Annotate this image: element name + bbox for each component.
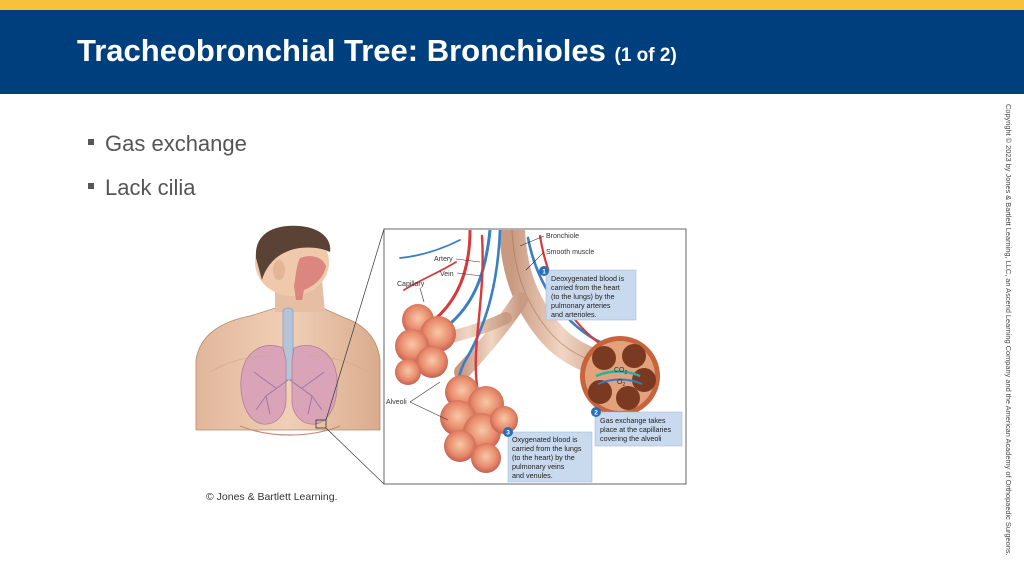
label-smooth-muscle: Smooth muscle [546,249,594,256]
slide-title: Tracheobronchial Tree: Bronchioles (1 of… [77,33,677,69]
callout-2: 2 Gas exchange takes place at the capill… [591,407,683,447]
bullet-text: Gas exchange [105,131,247,156]
alveoli-clusters [395,304,660,473]
bronchiole-detail-panel: Bronchiole Smooth muscle Artery Vein Cap… [383,228,687,485]
label-capillary: Capillary [397,281,425,288]
callout-1: 1 Deoxygenated blood is carried from the… [539,266,637,321]
callout-line: carried from the heart [551,283,620,292]
callout-line: pulmonary veins [512,462,565,471]
callout-line: (to the lungs) by the [551,292,615,301]
callout-line: and venules. [512,471,553,480]
callout-line: (to the heart) by the [512,453,575,462]
human-torso-illustration [195,225,381,436]
label-artery: Artery [434,256,453,263]
callout-3: 3 Oxygenated blood is carried from the l… [503,427,593,483]
callout-line: Deoxygenated blood is [551,274,625,283]
callout-line: carried from the lungs [512,444,582,453]
bullet-square-icon [88,139,94,145]
bullet-item: Gas exchange [85,127,247,171]
figure-credit: © Jones & Bartlett Learning. [206,491,338,503]
callout-line: Gas exchange takes [600,416,666,425]
callout-line: covering the alveoli [600,434,662,443]
label-co2: CO2 [614,367,628,376]
bullet-item: Lack cilia [85,171,247,215]
bullet-list: Gas exchange Lack cilia [85,127,247,215]
label-vein: Vein [440,271,454,278]
callout-number: 1 [542,269,546,276]
callout-line: Oxygenated blood is [512,435,578,444]
slide-title-text: Tracheobronchial Tree: Bronchioles [77,33,606,68]
callout-number: 3 [506,430,510,437]
slide-title-suffix: (1 of 2) [614,45,677,66]
bullet-text: Lack cilia [105,175,196,200]
label-o2: O2 [617,379,625,388]
callout-number: 2 [594,410,598,417]
callout-line: pulmonary arteries [551,301,611,310]
callout-line: and arterioles. [551,310,597,319]
alveolar-sac-cross-section [580,336,660,416]
callout-line: place at the capillaries [600,425,672,434]
title-banner: Tracheobronchial Tree: Bronchioles (1 of… [0,10,1024,94]
bullet-square-icon [88,183,94,189]
accent-bar [0,0,1024,10]
label-bronchiole: Bronchiole [546,233,579,240]
label-alveoli: Alveoli [386,399,407,406]
